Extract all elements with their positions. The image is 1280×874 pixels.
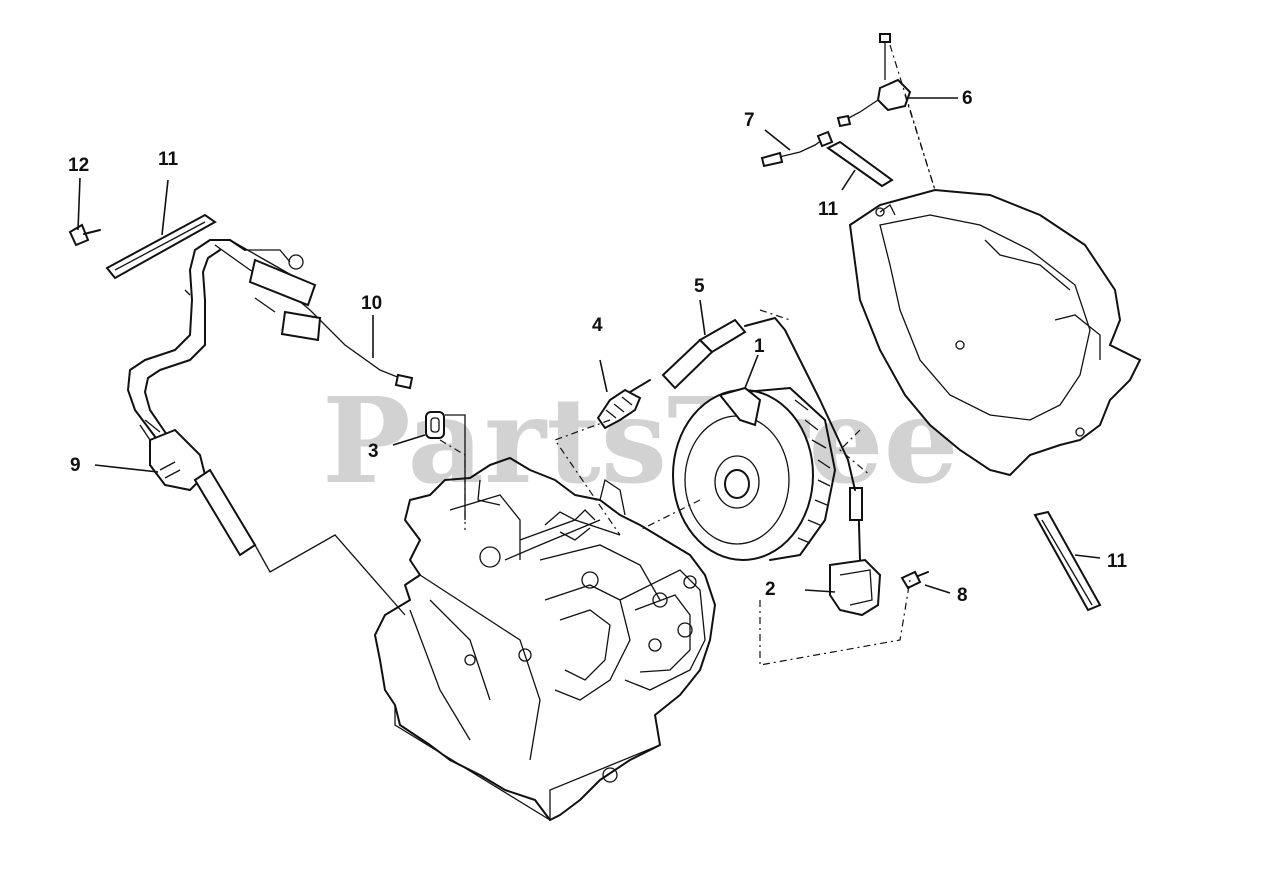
tie-strap-right[interactable]: [1033, 510, 1102, 612]
spark-plug[interactable]: [596, 379, 651, 430]
wire-lead-7[interactable]: [760, 130, 834, 168]
callout-3: 3: [368, 441, 379, 462]
callout-labels: 1 2 3 4 5 6 7 8 9 10 11 11 11 12: [68, 88, 1128, 606]
callout-6: 6: [962, 88, 973, 109]
callout-2: 2: [765, 579, 776, 600]
callout-9: 9: [70, 455, 81, 476]
blower-housing[interactable]: [848, 188, 1142, 477]
spark-plug-boot[interactable]: [661, 317, 856, 491]
callout-1: 1: [754, 336, 765, 357]
callout-12: 12: [68, 155, 89, 176]
callout-10: 10: [361, 293, 382, 314]
leader-lines: [77, 97, 1101, 594]
callout-11-left: 11: [158, 149, 179, 170]
callout-4: 4: [592, 315, 603, 336]
engine-block[interactable]: [374, 457, 716, 821]
screw-12[interactable]: [68, 223, 101, 247]
callout-7: 7: [744, 110, 755, 131]
grommet[interactable]: [425, 411, 445, 439]
alignment-lines: [254, 44, 936, 666]
callout-11-right: 11: [1107, 551, 1128, 572]
switch-6[interactable]: [836, 33, 912, 128]
callout-11-top: 11: [818, 199, 839, 220]
tie-strap-top[interactable]: [826, 140, 894, 188]
screw-8[interactable]: [900, 570, 929, 590]
tie-strap-left[interactable]: [105, 213, 217, 280]
ignition-module[interactable]: [829, 487, 882, 617]
callout-5: 5: [694, 276, 705, 297]
callout-8: 8: [957, 585, 968, 606]
watermark-text: PartsTree: [322, 371, 959, 510]
wire-harness[interactable]: [127, 239, 414, 557]
flywheel[interactable]: [672, 386, 836, 561]
